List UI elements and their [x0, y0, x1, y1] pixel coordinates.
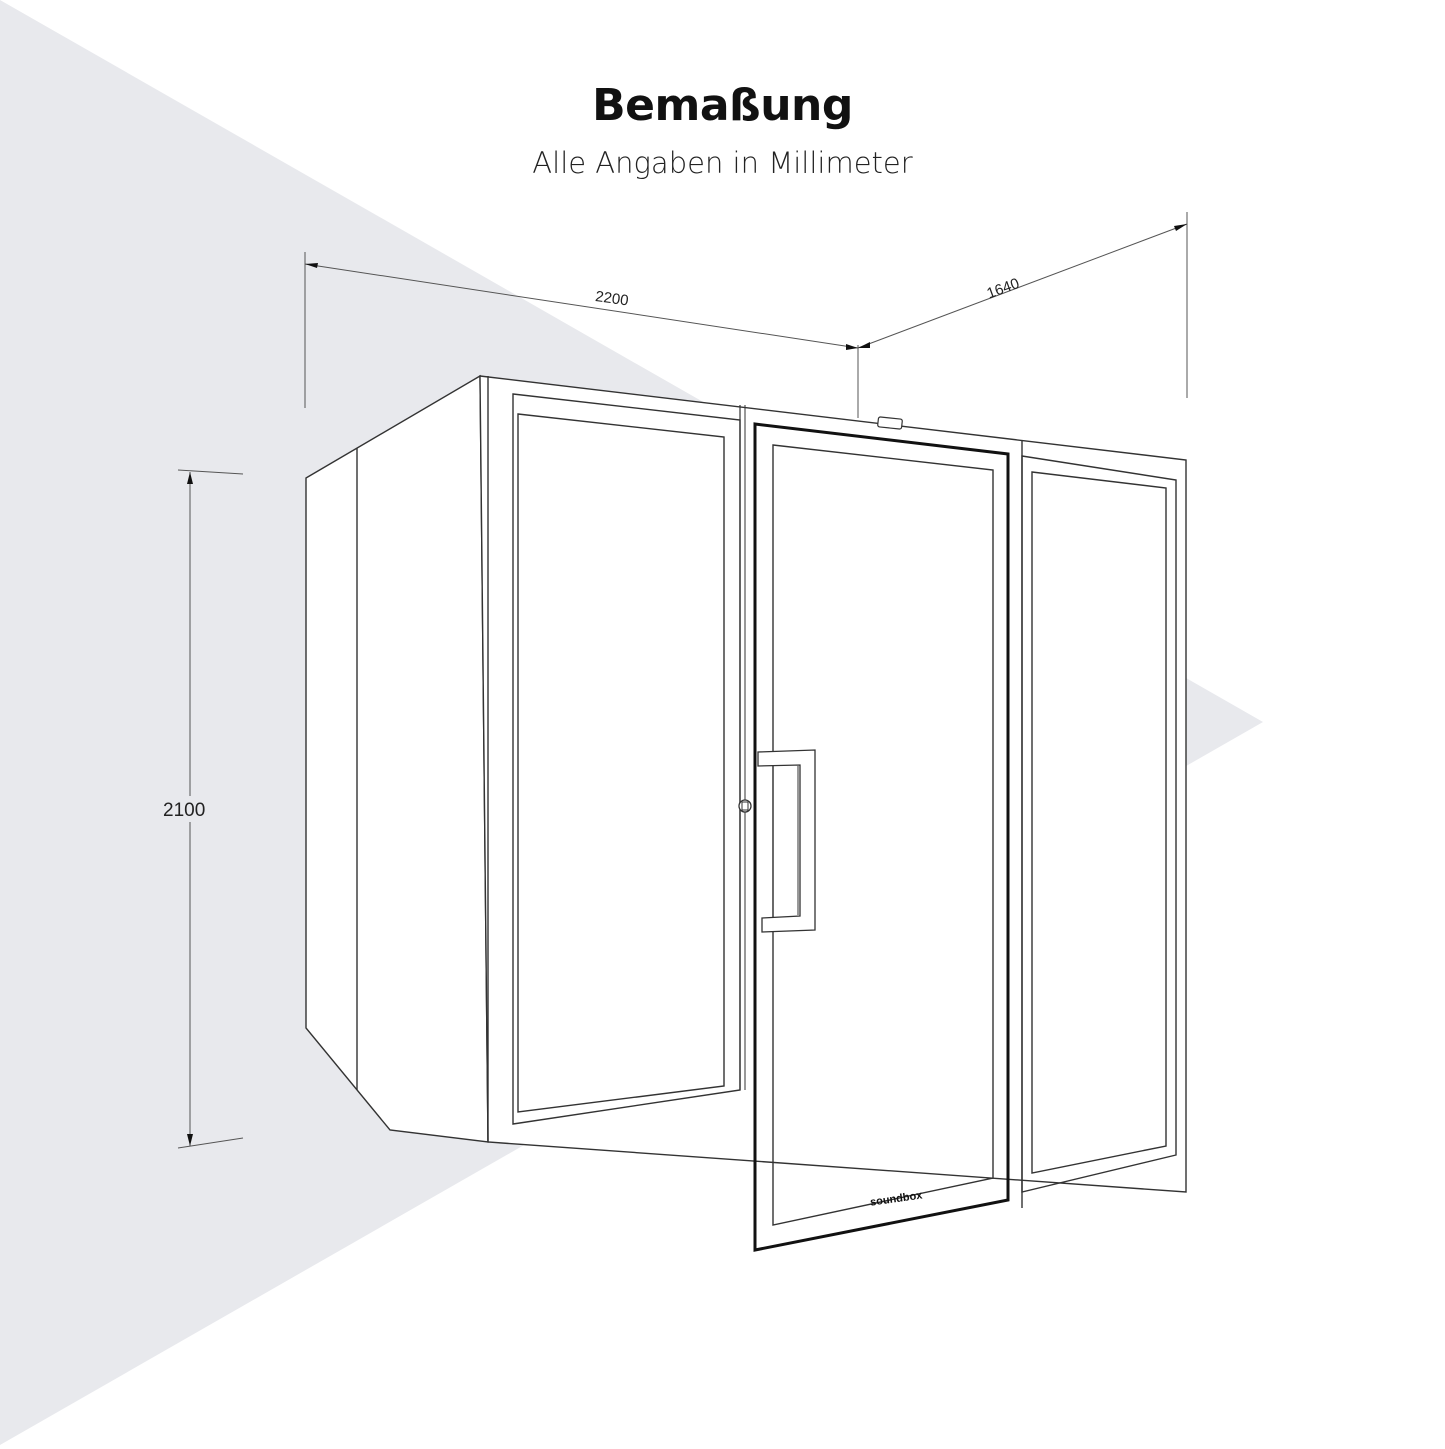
width-dimension: 2200 — [304, 252, 859, 418]
depth-dimension: 1640 — [857, 212, 1188, 398]
booth-side-panel — [305, 374, 489, 1143]
svg-text:2200: 2200 — [594, 288, 629, 309]
door-glass — [772, 444, 994, 1226]
door-handle[interactable] — [757, 749, 816, 933]
svg-text:2100: 2100 — [163, 800, 205, 821]
booth-front-face — [479, 375, 1187, 1193]
left-panel-glass — [517, 413, 725, 1113]
door-frame — [753, 422, 1010, 1252]
door-lock-icon — [738, 799, 752, 813]
door-sensor — [877, 416, 903, 430]
right-panel-outer-frame — [1021, 455, 1177, 1193]
right-panel-glass — [1031, 471, 1167, 1174]
page-title: Bemaßung — [592, 80, 853, 131]
height-dimension: 2100 — [158, 469, 244, 1149]
svg-text:1640: 1640 — [985, 275, 1022, 302]
soundbox-logo: soundbox — [869, 1189, 924, 1208]
page-subtitle: Alle Angaben in Millimeter — [532, 146, 913, 180]
